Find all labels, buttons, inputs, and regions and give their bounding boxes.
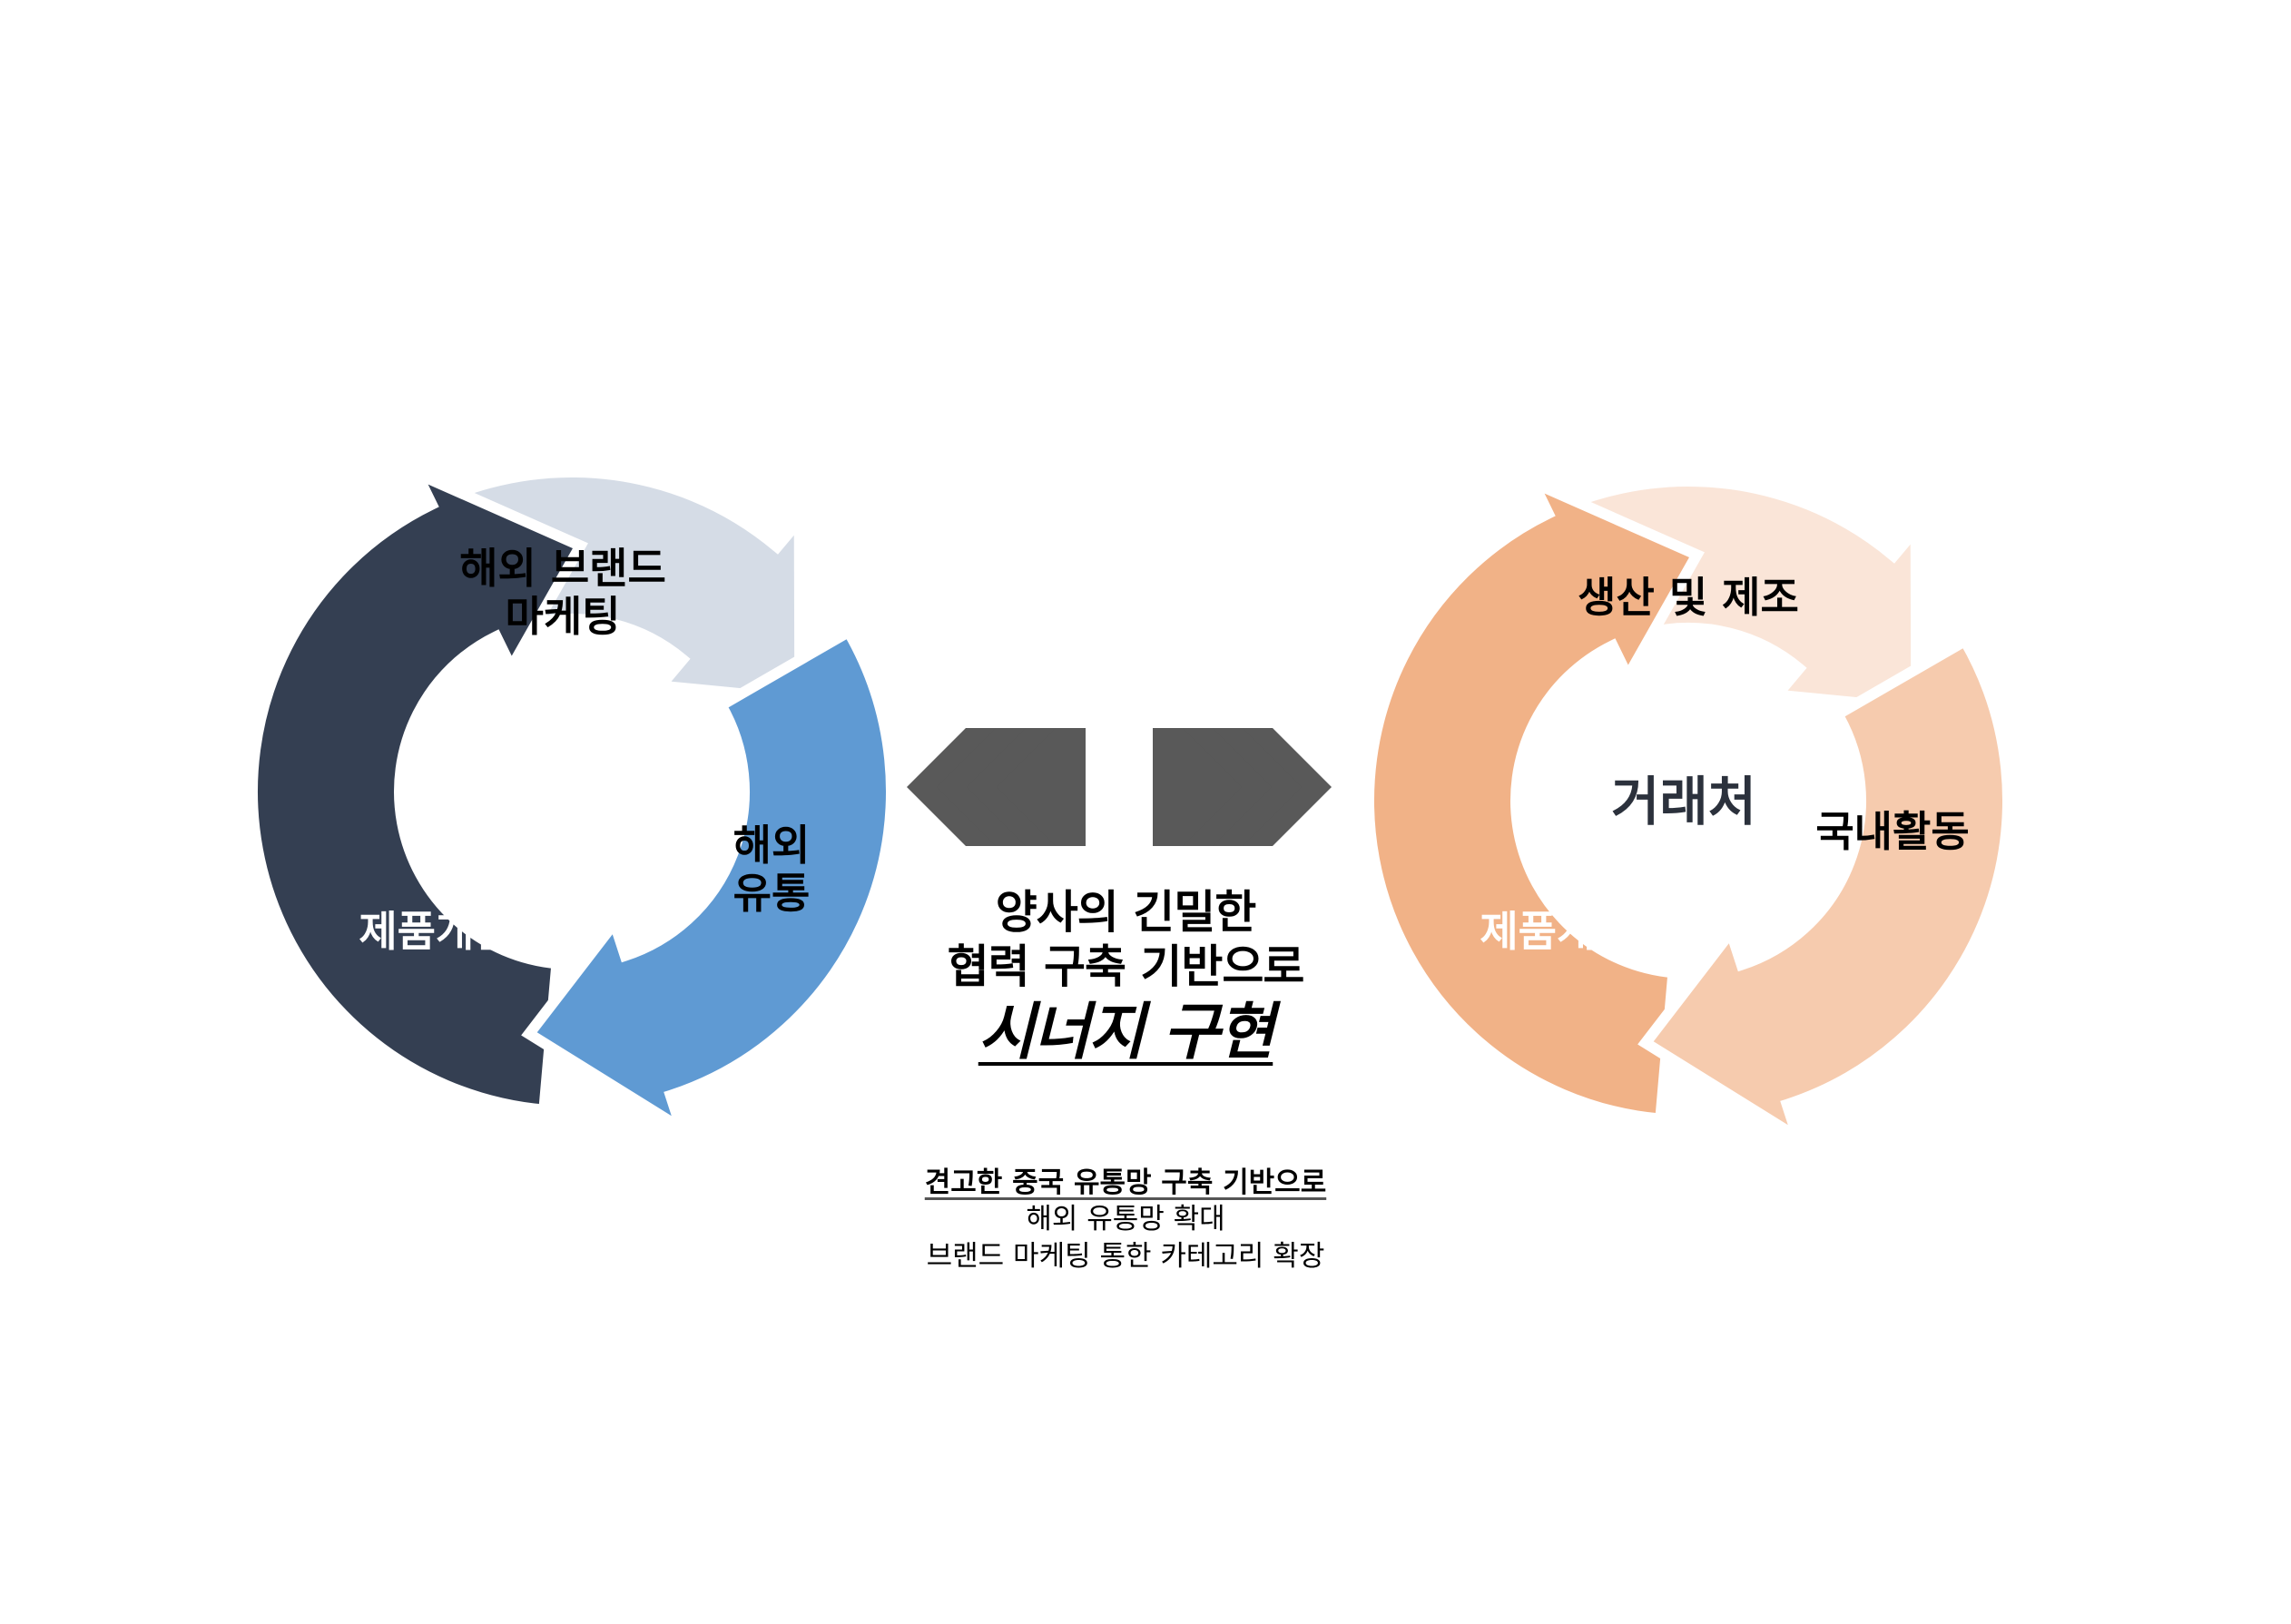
chevron-left-icon bbox=[907, 728, 1086, 846]
label-line: 마케팅 bbox=[505, 591, 621, 641]
cycle-arrow-domestic bbox=[1637, 633, 2013, 1150]
label-domestic-activity: 국내활동 bbox=[1793, 808, 1992, 856]
label-brand-marketing: 해외 브랜드 마케팅 bbox=[427, 545, 699, 641]
label-client-center: 거래처 bbox=[1593, 772, 1775, 832]
note-line-2: 해외 유통망 확대 bbox=[1026, 1203, 1225, 1236]
headline-emphasis: 시너지 구현 bbox=[978, 997, 1274, 1068]
cycle-arrow-overseas-distribution bbox=[521, 624, 897, 1141]
label-line: 해외 bbox=[733, 821, 811, 870]
summary-note: 견고한 중국 유통망 구축 기반으로 해외 유통망 확대 브랜드 마케팅 통한 … bbox=[853, 1165, 1398, 1275]
label-line: 국내활동 bbox=[1815, 807, 1970, 856]
note-heading: 견고한 중국 유통망 구축 기반으로 bbox=[924, 1166, 1327, 1199]
label-overseas-distribution: 해외 유통 bbox=[717, 822, 826, 918]
left-cycle-diagram bbox=[247, 462, 897, 1141]
label-product-development-right: 제품개발 bbox=[1443, 908, 1670, 956]
chevron-right-icon bbox=[1153, 728, 1332, 846]
label-product-development: 제품개발 bbox=[322, 908, 549, 956]
cycle-arrow-product-development-right bbox=[1363, 471, 1705, 1126]
label-line: 유통 bbox=[733, 868, 811, 918]
headline-line-2: 협력 구축 기반으로 bbox=[947, 940, 1305, 993]
label-line: 거래처 bbox=[1610, 771, 1757, 832]
headline-line-1: 양사의 긴밀한 bbox=[995, 886, 1256, 939]
label-line: 생산 및 제조 bbox=[1578, 573, 1799, 622]
label-line: 해외 브랜드 bbox=[459, 544, 666, 593]
label-line: 제품개발 bbox=[1480, 907, 1634, 956]
label-line: 제품개발 bbox=[359, 907, 513, 956]
cycle-arrow-product-development bbox=[247, 462, 588, 1117]
label-production-manufacturing: 생산 및 제조 bbox=[1543, 574, 1834, 622]
right-cycle-diagram bbox=[1363, 471, 2013, 1150]
headline: 양사의 긴밀한 협력 구축 기반으로 시너지 구현 bbox=[912, 885, 1339, 1071]
note-line-3: 브랜드 마케팅 통한 카테고리 확장 bbox=[926, 1239, 1325, 1273]
